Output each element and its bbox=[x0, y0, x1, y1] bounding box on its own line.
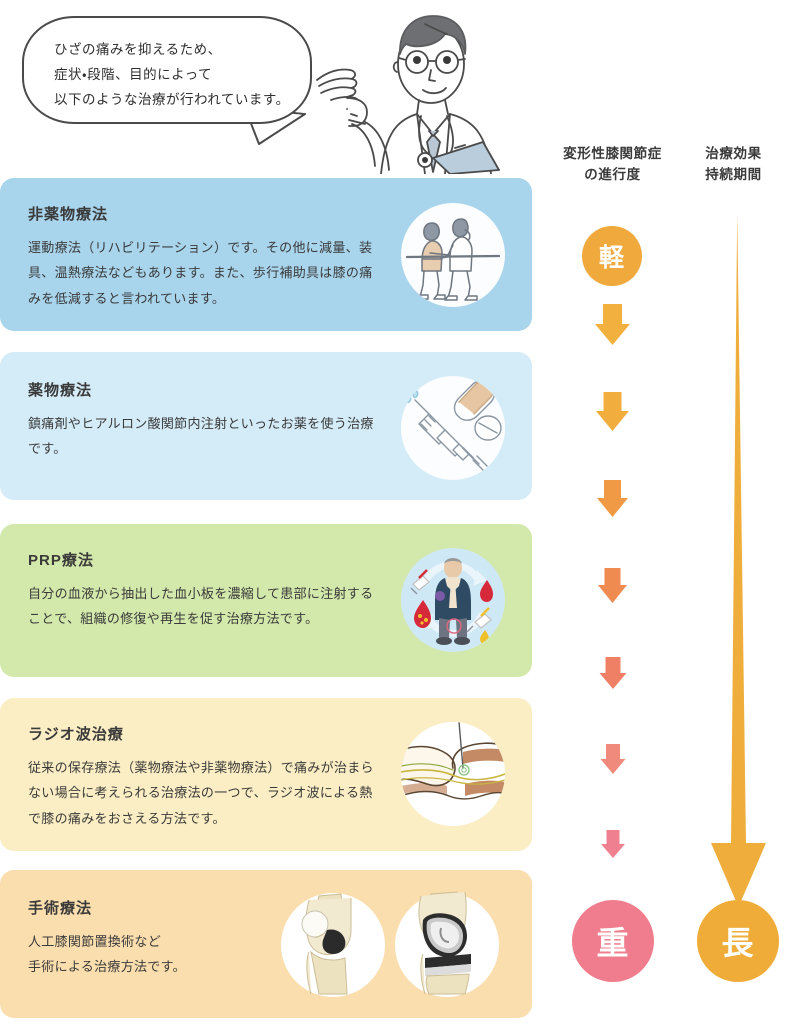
card-body-radiofrequency-therapy: 従来の保存療法（薬物療法や非薬物療法）で痛みが治まらない場合に考えられる治療法の… bbox=[28, 760, 374, 826]
card-title-non-drug-therapy: 非薬物療法 bbox=[28, 206, 109, 223]
card-body-prp-therapy: 自分の血液から抽出した血小板を濃縮して患部に注射することで、組織の修復や再生を促… bbox=[28, 586, 374, 627]
card-title-prp-therapy: PRP療法 bbox=[28, 552, 94, 569]
card-body-surgical-therapy: 人工膝関節置換術など 手術による治療方法です。 bbox=[28, 934, 186, 975]
knee-implant-icon bbox=[275, 890, 507, 1000]
doctor-illustration bbox=[316, 15, 500, 174]
walking-rehab-icon bbox=[401, 203, 505, 307]
card-title-surgical-therapy: 手術療法 bbox=[28, 900, 93, 917]
duration-tapered-arrow-icon bbox=[711, 213, 766, 907]
speech-bubble: ひざの痛みを抑えるため、 症状・段階、目的によって 以下のような治療が行われてい… bbox=[22, 16, 312, 124]
card-title-radiofrequency-therapy: ラジオ波治療 bbox=[28, 726, 124, 743]
severity-arrow-3-icon bbox=[597, 480, 628, 517]
severity-arrow-1-icon bbox=[595, 304, 630, 345]
prp-blood-icon bbox=[401, 548, 505, 652]
severity-arrow-7-icon bbox=[601, 830, 625, 858]
card-title-drug-therapy: 薬物療法 bbox=[28, 382, 93, 399]
severity-arrow-2-icon bbox=[596, 392, 629, 431]
severity-badge-severe: 重 bbox=[572, 900, 654, 982]
column-header-duration: 治療効果 持続期間 bbox=[705, 146, 762, 182]
severity-arrow-4-icon bbox=[598, 568, 627, 603]
card-body-non-drug-therapy: 運動療法（リハビリテーション）です。その他に減量、装具、温熱療法などもあります。… bbox=[28, 240, 373, 306]
severity-arrow-5-icon bbox=[599, 657, 627, 689]
column-header-severity: 変形性膝関節症 の進行度 bbox=[563, 146, 662, 182]
card-body-drug-therapy: 鎮痛剤やヒアルロン酸関節内注射といったお薬を使う治療です。 bbox=[28, 416, 374, 457]
radiofrequency-knee-icon bbox=[401, 722, 505, 826]
syringe-pills-icon bbox=[401, 376, 505, 480]
duration-badge-long: 長 bbox=[697, 900, 779, 982]
severity-arrow-6-icon bbox=[600, 744, 626, 774]
severity-badge-light: 軽 bbox=[582, 226, 642, 286]
speech-bubble-text: ひざの痛みを抑えるため、 症状・段階、目的によって 以下のような治療が行われてい… bbox=[54, 42, 290, 107]
